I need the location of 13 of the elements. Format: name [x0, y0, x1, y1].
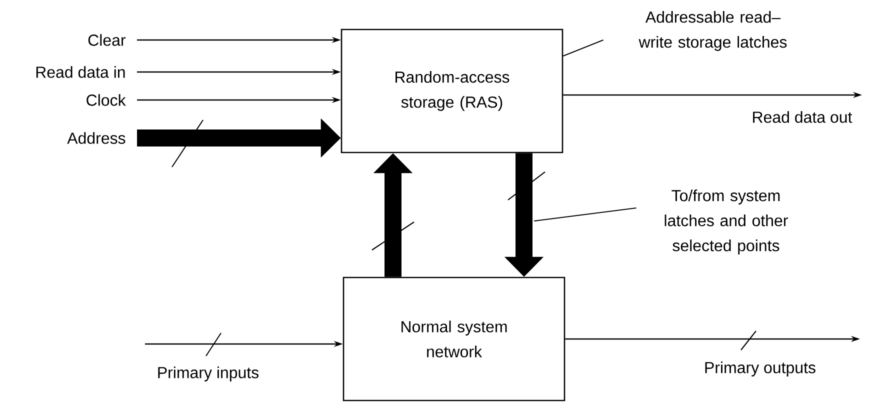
- edge-label: Primary outputs: [702, 360, 818, 378]
- block-box: Normal system network: [342, 276, 566, 402]
- callout-text: Addressable read– write storage latches: [638, 11, 787, 51]
- block-box: Random-access storage (RAS): [340, 28, 564, 154]
- leader-line: [562, 40, 604, 56]
- signal-label: Address: [67, 132, 126, 144]
- callout-text: To/from system latches and other selected points: [664, 190, 788, 254]
- signal-label: Clock: [86, 94, 126, 106]
- edge-label: Primary inputs: [156, 366, 260, 382]
- signal-label: Read data in: [36, 66, 125, 78]
- leader-line: [534, 208, 637, 222]
- signal-label: Clear: [88, 34, 126, 46]
- edge-label: Read data out: [750, 110, 854, 124]
